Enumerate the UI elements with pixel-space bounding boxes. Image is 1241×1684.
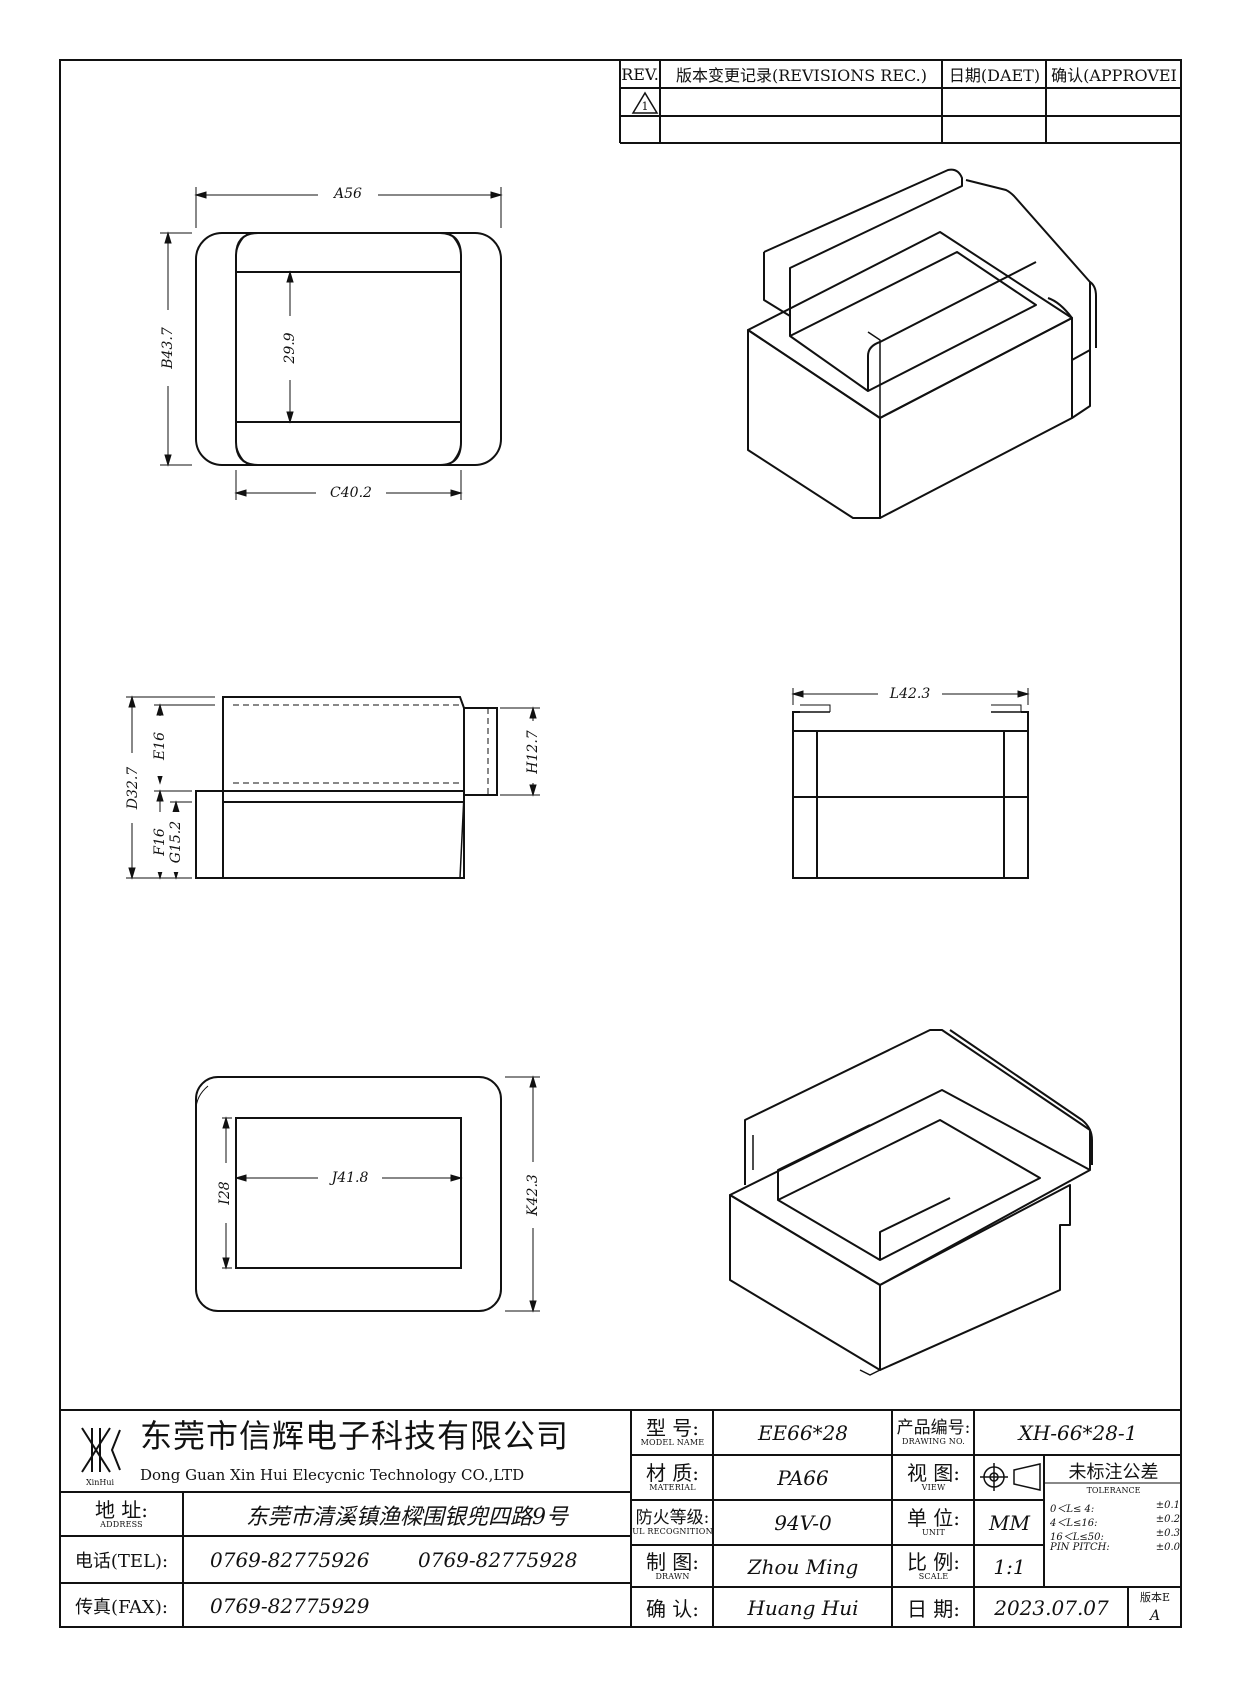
bottom-view: [195, 1076, 502, 1312]
scale-label: 比 例:: [906, 1549, 961, 1574]
tolerance-table: 0＜L≤ 4: ±0.1 4＜L≤16: ±0.2 16＜L≤50: ±0.3 …: [1050, 1500, 1180, 1556]
dim-k: K42.3: [523, 1162, 543, 1228]
tolerance-value: ±0.1: [1155, 1500, 1180, 1511]
scale-value: 1:1: [993, 1554, 1026, 1579]
revision-table-grid: [619, 59, 1182, 144]
scale-label-cell: 比 例: SCALE: [893, 1546, 974, 1587]
tolerance-range: 4＜L≤16:: [1050, 1518, 1098, 1529]
front-view: [792, 704, 1029, 879]
model-label-en: MODEL NAME: [640, 1438, 705, 1448]
confirm-label: 确 认:: [645, 1597, 700, 1621]
drawing-no-label: 产品编号:: [896, 1417, 971, 1438]
tolerance-range: 0＜L≤ 4:: [1050, 1504, 1095, 1515]
address-value: 东莞市清溪镇渔樑围银兜四路9号: [246, 1505, 568, 1530]
isometric-view-bottom: [729, 1029, 1093, 1376]
dim-l: L42.3: [878, 684, 942, 704]
fax-label: 传真(FAX):: [75, 1596, 168, 1618]
material-label-cell: 材 质: MATERIAL: [632, 1456, 713, 1500]
ul-label: 防火等级:: [635, 1507, 710, 1528]
unit-value: MM: [989, 1511, 1030, 1535]
tel-label: 电话(TEL):: [74, 1550, 169, 1572]
revision-mark: 1: [641, 99, 649, 113]
dim-inner-height: 29.9: [280, 316, 300, 380]
title-block-grid: [59, 1409, 1182, 1628]
drawn-value: Zhou Ming: [747, 1554, 859, 1579]
company-name-en: Dong Guan Xin Hui Elecycnic Technology C…: [140, 1466, 525, 1484]
address-label: 地 址:: [94, 1498, 149, 1523]
tolerance-value: ±0.0: [1155, 1542, 1180, 1553]
drawing-no-value: XH-66*28-1: [1018, 1421, 1138, 1445]
address-label-en: ADDRESS: [100, 1520, 143, 1530]
version-value: A: [1149, 1608, 1161, 1624]
ul-label-en: UL RECOGNITION: [632, 1526, 713, 1536]
bottom-view-dimensions: [222, 1075, 540, 1313]
dim-c: C40.2: [316, 483, 386, 503]
tolerance-row: 16＜L≤50: ±0.3: [1050, 1528, 1180, 1543]
tolerance-value: ±0.3: [1155, 1528, 1180, 1539]
front-view-dimensions: [791, 688, 1030, 705]
revision-approve-header: 确认(APPROVEI: [1051, 66, 1177, 85]
unit-label-en: UNIT: [921, 1528, 946, 1538]
model-label: 型 号:: [645, 1416, 700, 1441]
model-label-cell: 型 号: MODEL NAME: [632, 1411, 713, 1455]
drawn-label: 制 图:: [645, 1549, 700, 1574]
isometric-view-top: [747, 168, 1097, 519]
dim-a: A56: [318, 184, 378, 204]
tolerance-label: 未标注公差: [1068, 1461, 1159, 1483]
date-label: 日 期:: [906, 1597, 961, 1621]
material-value: PA66: [777, 1466, 829, 1490]
company-logo: [81, 1427, 121, 1473]
fax-value: 0769-82775929: [210, 1593, 370, 1618]
tolerance-range: 16＜L≤50:: [1050, 1532, 1104, 1543]
tel-value-2: 0769-82775928: [418, 1547, 578, 1572]
date-value: 2023.07.07: [994, 1595, 1109, 1620]
dim-b: B43.7: [158, 310, 178, 386]
side-view-dimensions: [126, 695, 540, 880]
dim-e: E16: [150, 716, 170, 776]
tolerance-range: PIN PITCH:: [1050, 1542, 1110, 1553]
tel-value-1: 0769-82775926: [210, 1547, 370, 1572]
material-label-en: MATERIAL: [649, 1483, 696, 1493]
side-view: [195, 696, 498, 879]
dim-g: G15.2: [166, 812, 186, 872]
scale-label-en: SCALE: [918, 1571, 949, 1581]
tolerance-label-en: TOLERANCE: [1086, 1485, 1141, 1495]
dim-i: I28: [215, 1163, 235, 1223]
view-label-en: VIEW: [921, 1483, 946, 1493]
dim-h: H12.7: [523, 721, 543, 783]
rev-header: REV.: [621, 64, 659, 84]
drawing-no-label-cell: 产品编号: DRAWING NO.: [893, 1411, 974, 1455]
tolerance-value: ±0.2: [1155, 1514, 1180, 1525]
unit-label-cell: 单 位: UNIT: [893, 1501, 974, 1545]
ul-value: 94V-0: [774, 1511, 832, 1535]
drawn-label-en: DRAWN: [655, 1571, 690, 1581]
address-label-cell: 地 址: ADDRESS: [60, 1494, 183, 1536]
version-label: 版本E: [1139, 1591, 1171, 1604]
tolerance-row: PIN PITCH: ±0.0: [1050, 1542, 1180, 1556]
revision-date-header: 日期(DAET): [948, 66, 1041, 85]
revision-record-header: 版本变更记录(REVISIONS REC.): [675, 66, 928, 85]
dim-j: J41.8: [318, 1168, 382, 1188]
tolerance-row: 0＜L≤ 4: ±0.1: [1050, 1500, 1180, 1515]
view-label: 视 图:: [906, 1461, 961, 1486]
revision-triangle-icon: [631, 91, 659, 114]
drawn-label-cell: 制 图: DRAWN: [632, 1546, 713, 1587]
model-value: EE66*28: [757, 1421, 849, 1445]
logo-text: XinHui: [85, 1477, 115, 1487]
unit-label: 单 位:: [906, 1506, 961, 1531]
drawing-no-label-en: DRAWING NO.: [901, 1436, 966, 1446]
top-view-dimensions: [160, 187, 503, 500]
projection-symbol-icon: [980, 1463, 1041, 1491]
dim-d: D32.7: [123, 753, 143, 823]
tolerance-row: 4＜L≤16: ±0.2: [1050, 1514, 1180, 1529]
top-view: [195, 232, 502, 466]
material-label: 材 质:: [645, 1461, 700, 1486]
company-name-cn: 东莞市信辉电子科技有限公司: [140, 1417, 570, 1454]
confirm-value: Huang Hui: [747, 1595, 859, 1620]
ul-label-cell: 防火等级: UL RECOGNITION: [632, 1501, 713, 1545]
view-label-cell: 视 图: VIEW: [893, 1456, 974, 1500]
